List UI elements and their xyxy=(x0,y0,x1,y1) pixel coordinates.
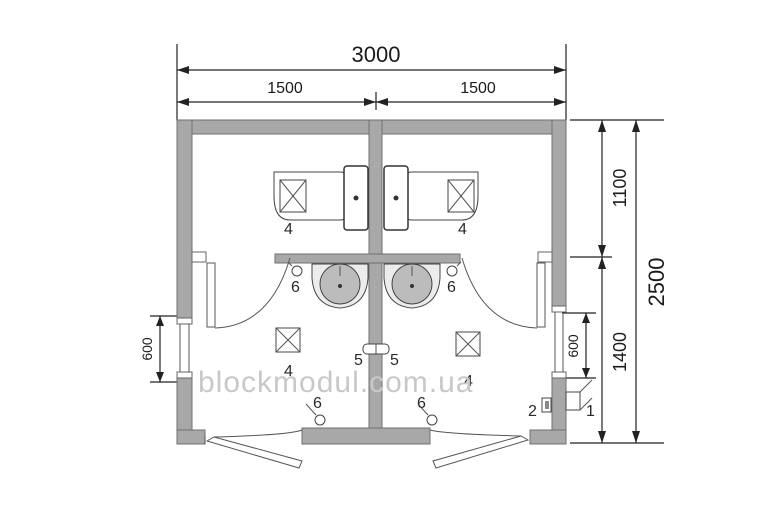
wall-switch xyxy=(541,397,552,413)
label-drain-right: 4 xyxy=(464,373,473,390)
dim-left-width: 1500 xyxy=(267,80,303,97)
washbasin-right xyxy=(383,263,441,309)
label-shower-left: 4 xyxy=(284,221,293,238)
washbasin-left xyxy=(311,263,369,309)
hook-lower-right xyxy=(417,403,438,426)
hook-lower-left xyxy=(305,403,326,426)
shower-tray-right xyxy=(383,165,479,231)
label-switch: 2 xyxy=(528,403,537,420)
right-window xyxy=(551,305,567,379)
floor-drain-right xyxy=(455,331,481,357)
hook-upper-left xyxy=(287,261,303,277)
floor-drain-left xyxy=(275,327,301,353)
dimension-lines xyxy=(150,44,664,444)
heater xyxy=(565,379,593,411)
dim-left-window: 600 xyxy=(139,337,155,361)
inner-door-left xyxy=(191,251,291,329)
label-valve-left: 5 xyxy=(354,352,363,369)
label-hook-lower-right: 6 xyxy=(417,395,426,412)
left-window xyxy=(176,317,193,379)
dim-overall-width: 3000 xyxy=(352,42,401,67)
inner-door-right xyxy=(461,251,553,329)
dim-right-width: 1500 xyxy=(460,80,496,97)
entrance-door-right xyxy=(429,429,530,469)
label-drain-left: 4 xyxy=(284,363,293,380)
label-heater: 1 xyxy=(586,403,595,420)
hook-upper-right xyxy=(446,261,462,277)
label-hook-upper-left: 6 xyxy=(291,279,300,296)
dim-upper-depth: 1100 xyxy=(610,169,630,208)
label-shower-right: 4 xyxy=(458,221,467,238)
label-hook-upper-right: 6 xyxy=(447,279,456,296)
label-valve-right: 5 xyxy=(390,352,399,369)
dim-overall-depth: 2500 xyxy=(644,258,669,307)
valve-pair xyxy=(362,343,390,355)
dim-lower-depth: 1400 xyxy=(610,332,630,372)
watermark: blockmodul.com.ua xyxy=(198,366,473,399)
shower-tray-left xyxy=(273,165,369,231)
label-hook-lower-left: 6 xyxy=(313,395,322,412)
dim-right-window: 600 xyxy=(565,334,581,358)
entrance-door-left xyxy=(204,429,303,469)
